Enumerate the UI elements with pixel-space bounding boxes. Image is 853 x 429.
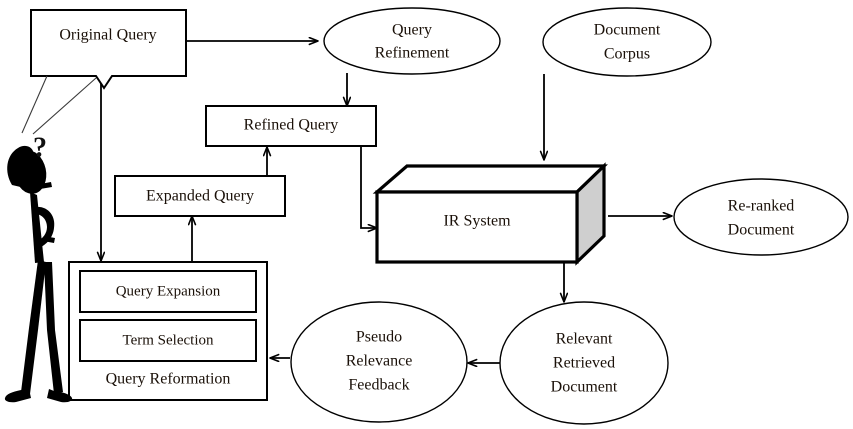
node-pseudo-relevance-feedback[interactable]: Pseudo Relevance Feedback xyxy=(290,301,468,423)
expanded-query-label: Expanded Query xyxy=(146,188,254,205)
node-expanded-query[interactable]: Expanded Query xyxy=(114,175,286,217)
node-term-selection[interactable]: Term Selection xyxy=(79,319,257,362)
relevant-retrieved-document-label-line1: Relevant xyxy=(556,331,613,348)
node-document-corpus[interactable]: Document Corpus xyxy=(542,7,712,77)
pseudo-relevance-feedback-label-line3: Feedback xyxy=(348,377,409,394)
re-ranked-document-label-line2: Document xyxy=(728,222,795,239)
query-expansion-label: Query Expansion xyxy=(116,283,221,299)
node-ir-system[interactable]: IR System xyxy=(372,162,608,266)
ir-system-label: IR System xyxy=(443,213,511,230)
term-selection-label: Term Selection xyxy=(122,332,214,348)
original-query-label: Original Query xyxy=(59,27,156,44)
callout-pointer-lines xyxy=(21,75,97,135)
node-relevant-retrieved-document[interactable]: Relevant Retrieved Document xyxy=(499,301,669,425)
node-query-reformation[interactable]: Query Expansion Term Selection Query Ref… xyxy=(68,261,268,401)
user-stick-figure xyxy=(4,145,73,403)
document-corpus-label-line2: Corpus xyxy=(604,46,650,63)
node-original-query[interactable]: Original Query xyxy=(30,9,187,90)
refined-query-label: Refined Query xyxy=(244,117,339,134)
question-mark-icon: ? xyxy=(33,132,47,163)
pseudo-relevance-feedback-label-line2: Relevance xyxy=(346,353,413,370)
relevant-retrieved-document-label-line3: Document xyxy=(551,379,618,396)
query-reformation-label: Query Reformation xyxy=(106,371,231,388)
query-refinement-label-line1: Query xyxy=(392,22,432,39)
node-query-refinement[interactable]: Query Refinement xyxy=(323,7,501,75)
re-ranked-document-label-line1: Re-ranked xyxy=(728,198,795,215)
edge-refined-query-to-ir-system xyxy=(360,145,377,228)
node-re-ranked-document[interactable]: Re-ranked Document xyxy=(673,178,849,256)
relevant-retrieved-document-label-line2: Retrieved xyxy=(553,355,615,372)
document-corpus-label-line1: Document xyxy=(594,22,661,39)
node-refined-query[interactable]: Refined Query xyxy=(205,105,377,147)
node-query-expansion[interactable]: Query Expansion xyxy=(79,270,257,313)
pseudo-relevance-feedback-label-line1: Pseudo xyxy=(356,329,402,346)
question-mark-glyph: ? xyxy=(33,132,47,163)
query-refinement-label-line2: Refinement xyxy=(375,45,450,62)
